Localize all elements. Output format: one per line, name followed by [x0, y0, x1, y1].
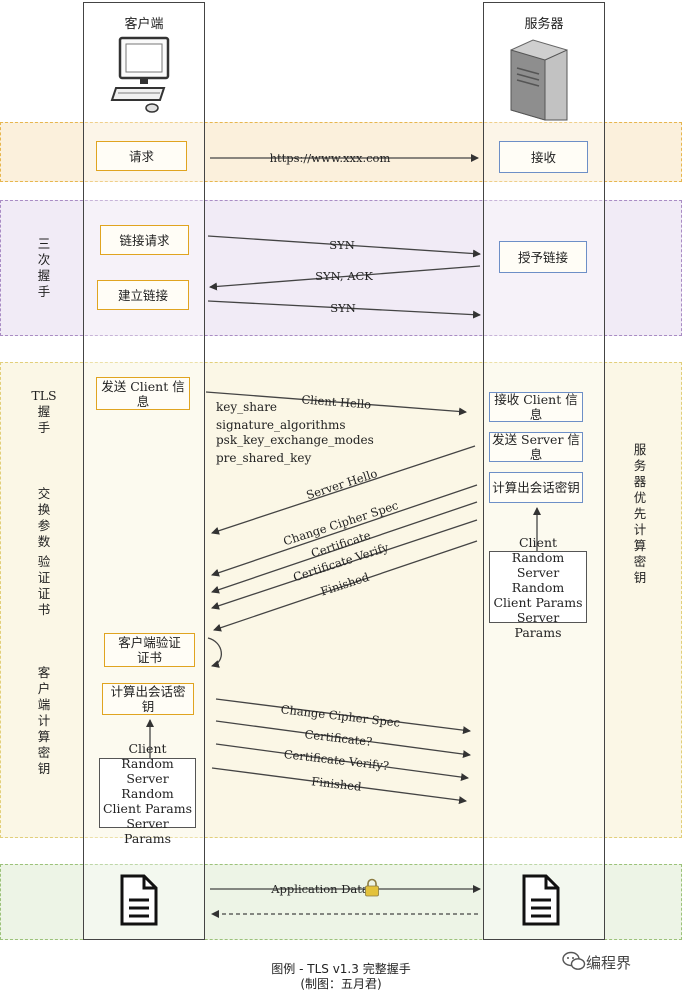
server-grant-box: 授予链接: [499, 241, 587, 273]
server-params-item: Server Params: [514, 609, 562, 640]
client-hello-param: key_share: [216, 400, 278, 414]
caption-line-1: 图例 - TLS v1.3 完整握手: [271, 962, 411, 976]
client-connect-request-box: 链接请求: [100, 225, 189, 255]
server-params-item: Client Random: [511, 534, 565, 565]
document-icon: [120, 874, 158, 926]
msg-cert-c: Certificate?: [304, 727, 373, 749]
arrow-syn-2: [207, 300, 481, 319]
arrow-self-verify: [207, 637, 222, 668]
msg-server-hello: Server Hello: [305, 466, 380, 502]
arrow-ccs-c: [215, 698, 471, 735]
client-hello-param: pre_shared_key: [216, 451, 312, 465]
server-receive-box: 接收: [499, 141, 588, 173]
diagram-caption: 图例 - TLS v1.3 完整握手 (制图：五月君): [0, 962, 682, 992]
msg-syn-1: SYN: [329, 238, 355, 252]
client-params-item: Client Random: [121, 740, 174, 771]
server-params-item: Server Random: [511, 564, 565, 595]
arrow-syn-ack: [209, 265, 481, 291]
msg-cert-verify-c: Certificate Verify?: [283, 747, 390, 773]
phase-label-client-compute-key: 客户 端计 算密 钥: [37, 665, 51, 776]
desktop-computer-icon: [110, 36, 170, 113]
wechat-icon: [562, 951, 586, 970]
client-params-item: Client Params: [102, 800, 192, 816]
client-request-box: 请求: [96, 141, 187, 171]
msg-syn-2: SYN: [330, 301, 356, 315]
client-lane-title: 客户端: [124, 17, 164, 32]
server-params-item: Client Params: [493, 594, 583, 610]
arrow-finished-s: [213, 540, 478, 632]
client-hello-param: signature_algorithms: [216, 418, 346, 432]
msg-app-data: Application Data: [270, 882, 369, 896]
msg-ccs-c: Change Cipher Spec: [280, 702, 401, 729]
server-lane-title: 服务器: [524, 17, 564, 32]
phase-label-verify-cert: 验证 证书: [37, 554, 51, 617]
server-params-box: Client Random Server Random Client Param…: [489, 535, 587, 640]
msg-client-hello: Client Hello: [301, 392, 372, 411]
client-send-info-box: 发送 Client 信息: [96, 377, 190, 410]
arrow-server-hello: [211, 445, 476, 535]
client-params-item: Server Params: [124, 815, 171, 846]
arrow-ccs-s: [211, 484, 478, 577]
phase-label-exchange-params: 交换 参数: [37, 486, 51, 549]
document-icon: [522, 874, 560, 926]
client-params-box: Client Random Server Random Client Param…: [99, 741, 196, 846]
phase-label-three-way-handshake: 三次 握手: [37, 236, 51, 299]
server-send-info-box: 发送 Server 信息: [489, 432, 583, 462]
client-params-item: Server Random: [121, 770, 174, 801]
server-receive-client-info-box: 接收 Client 信息: [489, 392, 583, 422]
application-data-band: [0, 864, 682, 940]
arrow-cert-verify-s: [211, 519, 478, 610]
client-compute-key-box: 计算出会话密钥: [102, 683, 194, 715]
caption-line-2: (制图：五月君): [300, 977, 382, 991]
server-compute-key-box: 计算出会话密钥: [489, 472, 583, 503]
lock-icon: [365, 878, 379, 897]
arrow-cert-verify-c: [215, 743, 469, 782]
msg-finished-c: Finished: [311, 774, 363, 794]
msg-syn-ack: SYN, ACK: [315, 269, 373, 283]
arrow-finished-c: [211, 767, 467, 805]
arrow-syn-1: [207, 235, 481, 258]
server-tower-icon: [510, 39, 568, 121]
arrow-cert-s: [211, 501, 478, 594]
client-establish-box: 建立链接: [97, 280, 189, 310]
client-hello-param: psk_key_exchange_modes: [216, 433, 374, 447]
arrow-client-hello: [205, 391, 467, 416]
watermark-text: 编程界: [586, 954, 632, 972]
msg-url: https://www.xxx.com: [270, 151, 391, 165]
client-verify-cert-box: 客户端验证证书: [104, 633, 195, 667]
phase-label-server-first-compute: 服务 器优 先计 算密 钥: [633, 442, 647, 585]
arrow-cert-c: [215, 720, 471, 759]
